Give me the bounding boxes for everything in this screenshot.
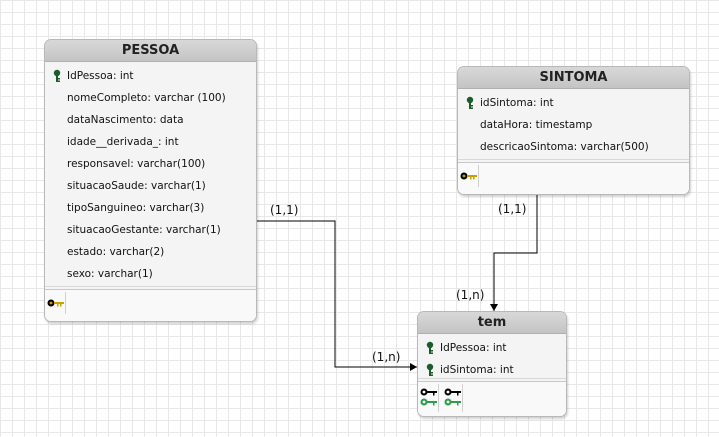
key-cell [458, 165, 479, 187]
attribute-label: IdPessoa: int [440, 342, 507, 354]
foreign-key-sintoma-icon [444, 388, 461, 406]
attribute-row[interactable]: tipoSanguineo: varchar(3) [45, 197, 256, 219]
unique-key-icon [460, 172, 477, 180]
primary-key-icon [426, 341, 434, 354]
entity-tem-keys [418, 378, 566, 416]
primary-key-icon [426, 363, 434, 376]
entity-pessoa-attributes: IdPessoa: int nomeCompleto: varchar (100… [45, 62, 256, 285]
entity-tem[interactable]: tem IdPessoa: int idSintoma: int [417, 311, 567, 417]
key-cell [442, 384, 463, 412]
attribute-label: dataNascimento: data [67, 114, 184, 126]
cardinality-tem-from-sintoma: (1,n) [456, 288, 485, 302]
attribute-row[interactable]: descricaoSintoma: varchar(500) [458, 136, 689, 158]
cardinality-pessoa-side: (1,1) [270, 203, 299, 217]
attribute-row[interactable]: responsavel: varchar(100) [45, 153, 256, 175]
attribute-row[interactable]: idade__derivada_: int [45, 131, 256, 153]
cardinality-sintoma-side: (1,1) [498, 202, 527, 216]
entity-tem-title: tem [418, 312, 566, 334]
attribute-row[interactable]: dataNascimento: data [45, 109, 256, 131]
pessoa-tem-line [256, 220, 417, 368]
attribute-row[interactable]: dataHora: timestamp [458, 114, 689, 136]
sintoma-tem-line [493, 194, 538, 311]
entity-sintoma-keys [458, 159, 689, 194]
attribute-row[interactable]: IdPessoa: int [45, 65, 256, 87]
sintoma-tem-arrowhead [490, 304, 498, 311]
attribute-label: dataHora: timestamp [480, 119, 593, 131]
attribute-label: tipoSanguineo: varchar(3) [67, 202, 205, 214]
separator [418, 378, 566, 379]
separator [45, 286, 256, 287]
attribute-row[interactable]: estado: varchar(2) [45, 241, 256, 263]
attribute-label: sexo: varchar(1) [67, 268, 153, 280]
attribute-row[interactable]: situacaoSaude: varchar(1) [45, 175, 256, 197]
primary-key-icon [466, 96, 474, 109]
separator [458, 159, 689, 160]
entity-pessoa[interactable]: PESSOA IdPessoa: int nomeCompleto: varch… [44, 39, 257, 322]
pessoa-tem-arrowhead [410, 363, 417, 371]
attribute-row[interactable]: idSintoma: int [458, 92, 689, 114]
attribute-row[interactable]: idSintoma: int [418, 359, 566, 381]
entity-sintoma[interactable]: SINTOMA idSintoma: int dataHora: timesta… [457, 66, 690, 195]
attribute-row[interactable]: situacaoGestante: varchar(1) [45, 219, 256, 241]
cardinality-tem-from-pessoa: (1,n) [372, 350, 401, 364]
attribute-label: responsavel: varchar(100) [67, 158, 206, 170]
attribute-label: situacaoSaude: varchar(1) [67, 180, 206, 192]
unique-key-icon [47, 299, 64, 307]
key-cell [418, 384, 439, 412]
attribute-row[interactable]: sexo: varchar(1) [45, 263, 256, 285]
attribute-label: estado: varchar(2) [67, 246, 165, 258]
attribute-label: descricaoSintoma: varchar(500) [480, 141, 649, 153]
attribute-row[interactable]: nomeCompleto: varchar (100) [45, 87, 256, 109]
attribute-row[interactable]: IdPessoa: int [418, 337, 566, 359]
attribute-label: IdPessoa: int [67, 70, 134, 82]
attribute-label: idade__derivada_: int [67, 136, 179, 148]
entity-sintoma-attributes: idSintoma: int dataHora: timestamp descr… [458, 89, 689, 158]
foreign-key-pessoa-icon [420, 388, 437, 406]
entity-pessoa-title: PESSOA [45, 40, 256, 62]
attribute-label: idSintoma: int [480, 97, 554, 109]
entity-sintoma-title: SINTOMA [458, 67, 689, 89]
attribute-label: idSintoma: int [440, 364, 514, 376]
entity-tem-attributes: IdPessoa: int idSintoma: int [418, 334, 566, 381]
attribute-label: nomeCompleto: varchar (100) [67, 92, 226, 104]
key-cell [45, 292, 66, 314]
attribute-label: situacaoGestante: varchar(1) [67, 224, 221, 236]
primary-key-icon [53, 69, 61, 82]
entity-pessoa-keys [45, 286, 256, 321]
